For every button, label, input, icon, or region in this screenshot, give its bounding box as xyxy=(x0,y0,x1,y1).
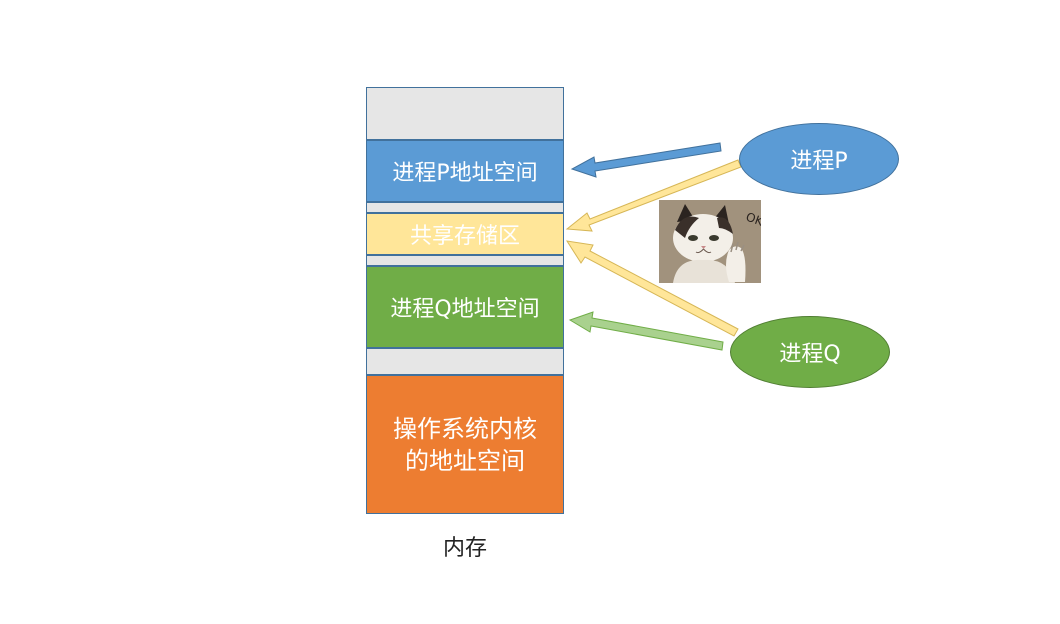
process-p-node: 进程P xyxy=(739,123,899,195)
arrow-q-to-q-space xyxy=(568,311,724,351)
process-p-address-space: 进程P地址空间 xyxy=(366,140,564,202)
arrow-p-to-p-space xyxy=(570,142,722,178)
arrow-p-to-shared xyxy=(565,159,742,232)
kernel-address-space: 操作系统内核 的地址空间 xyxy=(366,375,564,514)
process-q-label: 进程Q xyxy=(779,342,841,367)
process-q-node: 进程Q xyxy=(730,316,890,388)
shared-memory-region-label: 共享存储区 xyxy=(409,224,520,249)
process-q-address-space-label: 进程Q地址空间 xyxy=(390,297,540,322)
sticker-ok-text: OK xyxy=(744,210,761,229)
process-p-label: 进程P xyxy=(790,149,848,174)
memory-free-block-4 xyxy=(366,348,564,375)
process-p-address-space-label: 进程P地址空间 xyxy=(392,161,538,186)
cat-ok-sticker-icon: OK xyxy=(659,200,761,283)
memory-free-block-2 xyxy=(366,202,564,213)
memory-free-block-top xyxy=(366,87,564,140)
memory-label: 内存 xyxy=(442,536,487,561)
arrow-q-to-shared xyxy=(565,240,739,337)
kernel-address-space-label-line2: 的地址空间 xyxy=(405,446,525,475)
process-q-address-space: 进程Q地址空间 xyxy=(366,266,564,348)
kernel-address-space-label-line1: 操作系统内核 xyxy=(393,414,537,443)
memory-free-block-3 xyxy=(366,255,564,266)
shared-memory-region: 共享存储区 xyxy=(366,213,564,255)
